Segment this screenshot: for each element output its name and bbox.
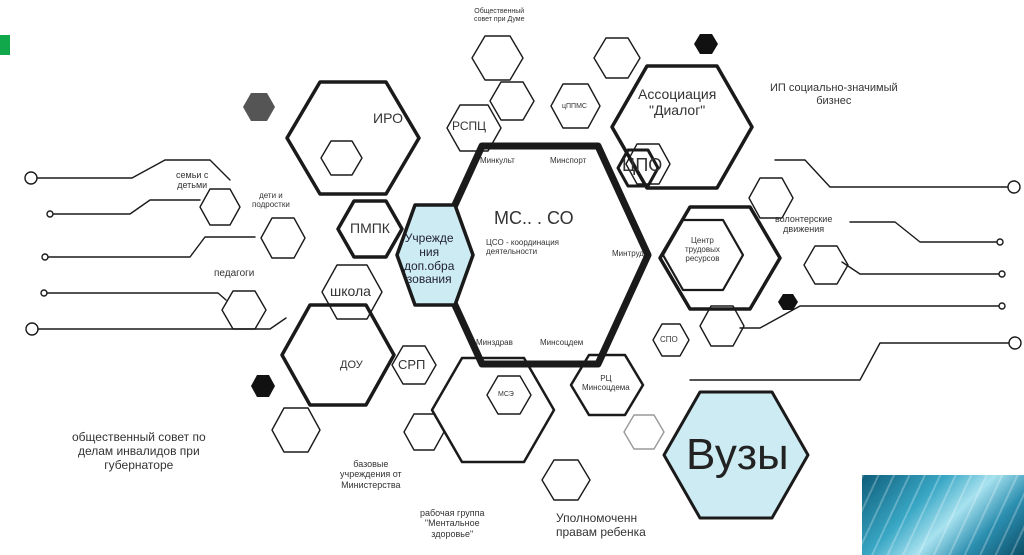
connector-left-1 — [36, 159, 231, 181]
label-mcso: МС.. . СО — [494, 208, 574, 228]
connector-end-right-2 — [996, 238, 1004, 246]
connector-end-right-1 — [1007, 180, 1021, 194]
connector-right-3 — [841, 261, 1000, 275]
connector-left-4 — [46, 292, 227, 301]
connector-end-right-5 — [1008, 336, 1022, 350]
label-srp: СРП — [398, 357, 426, 372]
label-ip-biznes: ИП социально-значимый бизнес — [770, 82, 898, 107]
hex-filled-grey — [243, 93, 275, 121]
label-spo: СПО — [660, 335, 678, 344]
hex-small — [260, 217, 306, 259]
label-rts: РЦ Минсоцдема — [582, 374, 630, 393]
hex-small — [489, 81, 535, 121]
connector-right-5 — [689, 342, 1010, 381]
label-obsh-sovet-invalid: общественный совет по делам инвалидов пр… — [72, 430, 206, 472]
label-deti: дети и подростки — [252, 191, 290, 210]
label-assotsiatsiya: Ассоциация "Диалог" — [638, 86, 717, 119]
hex-small — [623, 414, 665, 450]
green-marker — [0, 35, 10, 55]
medium-hexagons — [280, 64, 782, 464]
hex-filled-dark — [778, 294, 798, 310]
small-hexagons — [199, 35, 849, 501]
hex-dou — [280, 303, 396, 407]
hex-tsentr — [658, 205, 782, 311]
connector-right-2 — [849, 221, 998, 243]
connector-end-left-4 — [40, 289, 48, 297]
hex-assotsiatsiya — [610, 64, 754, 190]
connector-lines — [24, 159, 1022, 381]
hex-small — [803, 245, 849, 285]
hex-spo — [652, 323, 690, 357]
hex-small — [320, 140, 363, 176]
label-upolnom: Уполномоченн правам ребенка — [556, 511, 646, 539]
label-rspts: РСПЦ — [452, 119, 487, 133]
connector-end-right-4 — [998, 302, 1006, 310]
connector-end-left-5 — [25, 322, 39, 336]
label-tspms: цППМС — [562, 103, 587, 110]
hex-mcso — [428, 142, 652, 368]
label-minsport: Минспорт — [550, 156, 587, 165]
hex-small — [699, 305, 745, 347]
connector-right-4 — [739, 305, 1000, 329]
hex-filled-dark — [694, 34, 718, 54]
connector-end-left-1 — [24, 171, 38, 185]
label-minsotsdem: Минсоцдем — [540, 338, 584, 347]
connector-end-right-3 — [998, 270, 1006, 278]
label-dou: ДОУ — [340, 359, 363, 371]
hex-uchrezhdeniya — [395, 203, 475, 307]
hex-small — [748, 177, 794, 219]
hex-bottom — [430, 356, 556, 464]
label-vuzy: Вузы — [686, 430, 789, 479]
label-mintrud: Минтруд — [612, 249, 644, 258]
hex-small — [541, 459, 591, 501]
connector-right-1 — [774, 159, 1009, 188]
label-bazovye: базовые учреждения от Министерства — [340, 459, 402, 490]
hex-small — [471, 35, 524, 81]
hex-srp — [391, 345, 437, 385]
filled-hexagons — [243, 34, 798, 397]
hex-rspts — [446, 104, 502, 152]
hex-iro — [285, 80, 421, 196]
connector-left-2 — [52, 199, 201, 215]
hex-small — [625, 143, 671, 185]
label-tspo: ЦПО — [622, 155, 663, 175]
hex-shkola — [321, 264, 383, 320]
connector-left-5 — [37, 317, 287, 330]
hex-small — [199, 188, 241, 226]
label-semi: семьи с детьми — [176, 170, 209, 191]
hex-small — [221, 290, 267, 330]
label-tsso: ЦСО - координация деятельности — [486, 238, 559, 257]
label-mse: МСЭ — [498, 391, 514, 398]
hex-small — [271, 407, 321, 453]
hex-tspms — [550, 83, 601, 129]
hex-mse — [486, 375, 532, 415]
label-rabochaya: рабочая группа "Ментальное здоровье" — [420, 508, 485, 539]
hex-vuzy — [662, 390, 810, 520]
hex-small — [593, 37, 641, 79]
label-tsentr: Центр трудовых ресурсов — [685, 236, 720, 264]
corner-photo — [862, 475, 1024, 555]
label-minzdrav: Минздрав — [476, 338, 513, 347]
label-shkola: школа — [330, 283, 371, 299]
hex-tspo — [616, 148, 660, 188]
connector-end-left-2 — [46, 210, 54, 218]
label-pedagogi: педагоги — [214, 268, 255, 279]
label-uchrezhdeniya: Учрежде ния доп.обра зования — [404, 231, 455, 287]
hex-rts — [569, 353, 645, 417]
connector-end-left-3 — [41, 253, 49, 261]
hex-filled-dark — [251, 375, 275, 397]
label-pmpk: ПМПК — [350, 220, 390, 236]
label-obsh-sovet-duma: Общественный совет при Думе — [474, 8, 525, 24]
connector-left-3 — [47, 236, 256, 258]
label-iro: ИРО — [373, 110, 403, 126]
label-minkult: Минкульт — [480, 156, 515, 165]
hex-pmpk — [336, 199, 404, 259]
label-volonter: волонтерские движения — [775, 214, 833, 235]
